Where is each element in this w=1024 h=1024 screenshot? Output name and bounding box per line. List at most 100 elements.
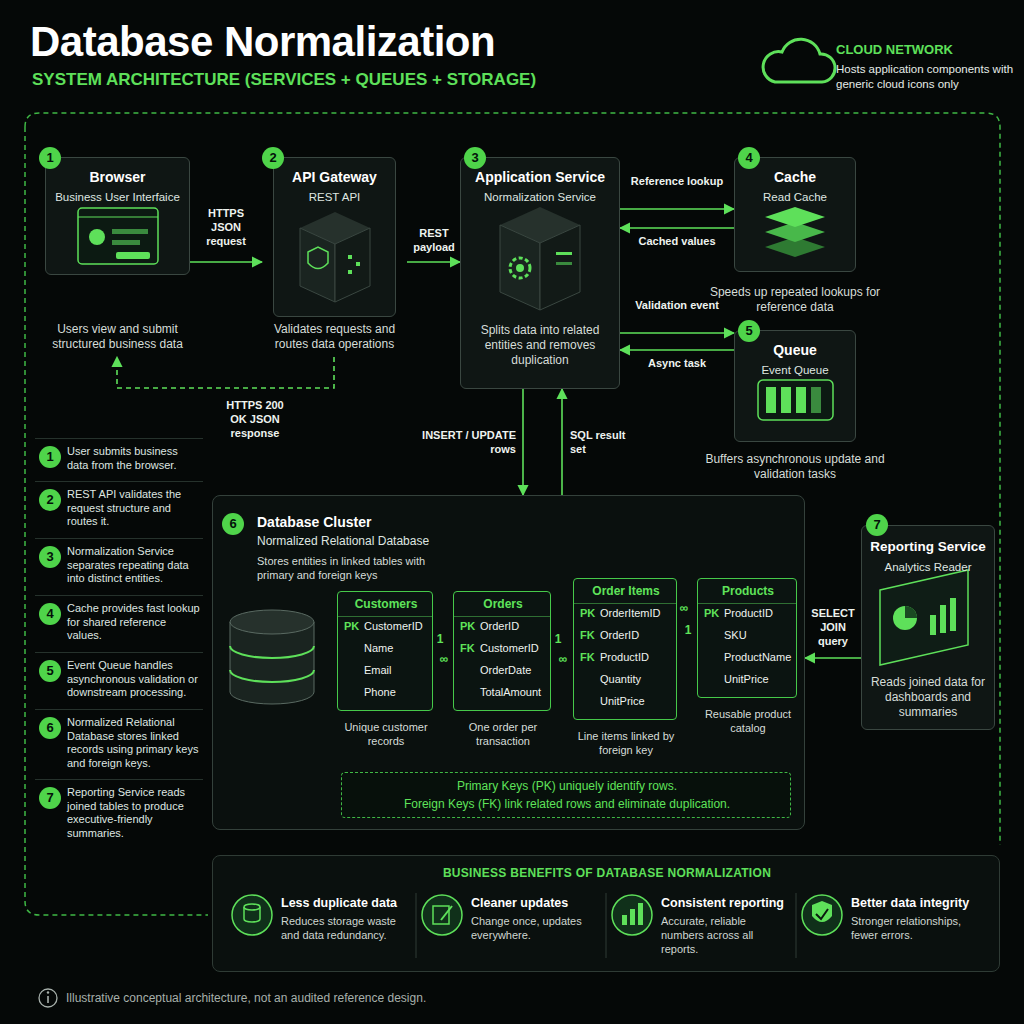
text-slot: Better data integrity (851, 896, 981, 910)
text-slot: Reporting Service (861, 539, 995, 554)
text-slot: Validates requests and routes data opera… (262, 322, 407, 352)
text-slot: ∞ (556, 652, 570, 666)
edge-label: SQL result set (568, 428, 638, 456)
text-slot: 7 (39, 787, 61, 809)
text-slot: Application Service (460, 169, 620, 185)
cardinality-mark: 1 (433, 632, 447, 646)
node-text: Normalization Service separates repeatin… (67, 545, 201, 586)
text-slot: Cleaner updates (471, 896, 601, 910)
text-slot: 1 (39, 147, 61, 169)
table-title: Products (698, 584, 798, 598)
text-slot: 7 (866, 514, 888, 536)
text-slot: ∞ (677, 601, 691, 615)
key-marker: FK (580, 651, 600, 663)
node-text: Change once, updates everywhere. (471, 914, 601, 942)
callout-number: 3 (39, 546, 61, 568)
key-note: Primary Keys (PK) uniquely identify rows… (341, 772, 791, 818)
diagram-title: Database Normalization (30, 18, 750, 66)
table-caption: Unique customer records (330, 720, 442, 748)
text-slot: Email (364, 664, 432, 676)
text-slot: SQL result set (568, 428, 638, 456)
info-icon (39, 989, 57, 1007)
text-slot: Validation event (624, 298, 730, 312)
text-slot: REST API (273, 191, 396, 203)
column-name: ProductID (724, 607, 796, 619)
text-slot: OrderItemID (600, 607, 676, 619)
callout-number: 1 (39, 147, 61, 169)
header-rule (338, 616, 432, 617)
node-text: REST API validates the request structure… (67, 488, 201, 529)
client-box: BrowserBusiness User InterfaiceUsers vie… (45, 157, 190, 357)
text-slot: PK (580, 607, 600, 619)
node-text: Reads joined data for dashboards and sum… (867, 675, 989, 720)
connector (407, 261, 460, 263)
column-name: ProductName (724, 651, 796, 663)
node-text: Read Cache (734, 191, 856, 203)
text-slot: Browser (45, 169, 190, 185)
node-text: Speeds up repeated lookups for reference… (705, 285, 885, 315)
node-heading: API Gateway (273, 169, 396, 185)
entity-table: ProductsPKProductID SKU ProductNameUnitPri… (697, 578, 797, 698)
text-slot: 4 (39, 603, 61, 625)
column-name: ProductID (600, 651, 676, 663)
text-slot: TotalAmount (480, 686, 550, 698)
table-caption: One order per transaction (446, 720, 560, 748)
cardinality-mark: ∞ (437, 652, 451, 666)
connector (190, 261, 262, 263)
dashboard-icon (880, 570, 968, 665)
text-slot: SYSTEM ARCHITECTURE (SERVICES + QUEUES +… (32, 70, 752, 90)
node-text: User submits business data from the brow… (67, 445, 201, 472)
gateway-box: API GatewayREST API Validates requests an… (262, 157, 407, 357)
benefit-item: Better data integrityStronger relationsh… (803, 886, 983, 961)
column-name: SKU (724, 629, 796, 641)
callout-number: 4 (738, 147, 760, 169)
key-marker: PK (704, 607, 724, 619)
callout-number: 2 (262, 147, 284, 169)
text-slot: HTTPS JSON request (191, 206, 261, 248)
text-slot: CLOUD NETWORK (836, 42, 1016, 57)
service-box: Application ServiceNormalization Service… (460, 157, 620, 389)
text-slot: PK (704, 607, 724, 619)
step-item: 7Reporting Service reads joined tables t… (35, 779, 203, 845)
text-slot: BUSINESS BENEFITS OF DATABASE NORMALIZAT… (213, 866, 1001, 880)
column-name: OrderDate (480, 664, 550, 676)
node-heading: Reporting Service (861, 539, 995, 554)
text-slot: 2 (262, 147, 284, 169)
key-marker: FK (460, 642, 480, 654)
column-name: UnitPrice (724, 673, 796, 685)
text-slot: SELECT JOIN query (807, 606, 859, 648)
text-slot: Speeds up repeated lookups for reference… (705, 285, 885, 315)
connector (620, 208, 734, 210)
text-slot: OrderID (480, 620, 550, 632)
text-slot: ∞ (437, 652, 451, 666)
text-slot: CustomerID (364, 620, 432, 632)
step-item: 4Cache provides fast lookup for shared r… (35, 595, 203, 648)
column-name: Email (364, 664, 432, 676)
text-slot: 6 (222, 513, 244, 535)
text-slot: Read Cache (734, 191, 856, 203)
server-icon (500, 207, 580, 310)
edge-label: HTTPS 200 OK JSON response (222, 398, 288, 440)
node-heading: BUSINESS BENEFITS OF DATABASE NORMALIZAT… (213, 866, 1001, 880)
node-text: Normalized Relational Database stores li… (67, 716, 201, 770)
key-marker: FK (580, 629, 600, 641)
text-slot: Reference lookup (624, 174, 730, 188)
header-rule (454, 616, 550, 617)
benefit-item: Consistent reportingAccurate, reliable n… (613, 886, 793, 961)
callout-number: 5 (738, 320, 760, 342)
node-heading: Cleaner updates (471, 896, 601, 910)
text-slot: Phone (364, 686, 432, 698)
text-slot: FK (580, 651, 600, 663)
cardinality-mark: 1 (551, 632, 565, 646)
step-item: 3 Normalization Service separates repeati… (35, 538, 203, 591)
benefit-item: Less duplicate dataReduces storage waste… (233, 886, 413, 961)
table-caption: Line items linked by foreign key (566, 729, 686, 757)
text-slot: Order Items (574, 584, 678, 598)
text-slot: ProductID (724, 607, 796, 619)
key-marker: PK (460, 620, 480, 632)
cardinality-mark: ∞ (556, 652, 570, 666)
text-slot: Queue (734, 342, 856, 358)
text-slot: Buffers asynchronous update and validati… (705, 452, 885, 482)
node-text: Normalized Relational Database (257, 534, 557, 548)
